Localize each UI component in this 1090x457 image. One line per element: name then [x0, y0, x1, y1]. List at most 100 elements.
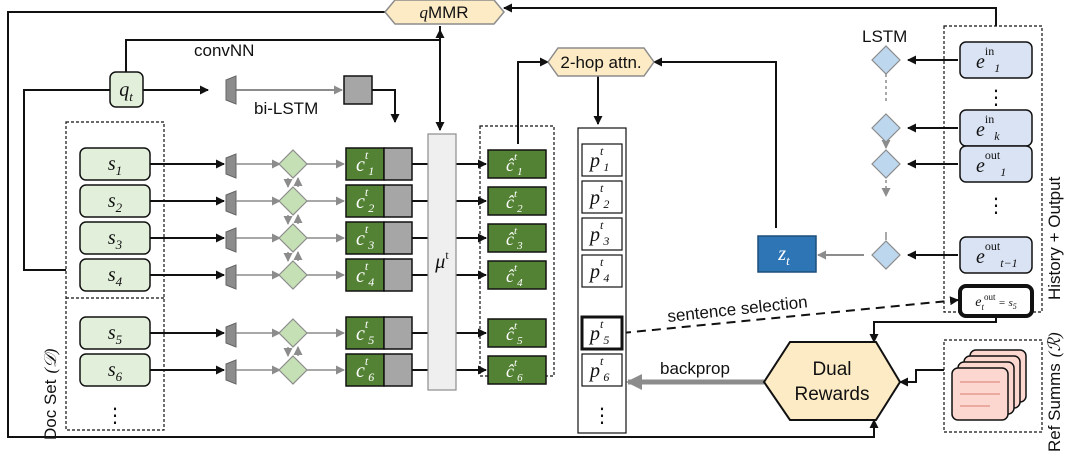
p-box-3 [581, 217, 623, 251]
query-node: qt [109, 71, 144, 108]
c-label: ct3 [356, 222, 374, 252]
bilstm-diamond [278, 223, 308, 253]
sentence-label: s4 [108, 264, 123, 289]
lstm-diamond-2 [871, 113, 901, 143]
lstm-diamond-4 [871, 240, 901, 270]
p-box-6 [581, 353, 623, 387]
svg-text:qt: qt [119, 79, 133, 104]
docset-label: Doc Set(𝒟) [41, 348, 60, 440]
chat-label: ĉt3 [506, 225, 523, 252]
bilstm-diamond [278, 260, 308, 290]
history-ellipsis-2: ⋮ [986, 195, 1006, 217]
sentence-row-4: s4 ct4 ĉt4 [79, 258, 547, 292]
conv-trapezoid [225, 153, 237, 179]
query-encoding-box [343, 75, 373, 105]
convnn-label: convNN [194, 41, 254, 60]
conv-trapezoid [225, 322, 237, 348]
mu-node: μt [427, 133, 457, 391]
chat-label: ĉt4 [506, 262, 523, 289]
history-label: eout1 [976, 148, 1006, 179]
conv-trapezoid [225, 264, 237, 290]
p-ellipsis: ⋮ [592, 405, 612, 427]
sentence-label: s2 [108, 190, 123, 215]
history-entry-3 [959, 145, 1033, 183]
c-box-query-part [383, 147, 413, 181]
c-box [345, 221, 385, 255]
chat-box [487, 186, 547, 216]
svg-text:Dual: Dual [812, 359, 851, 380]
history-label: ein1 [976, 44, 1000, 75]
conv-trapezoid [225, 190, 237, 216]
p-label: pt6 [588, 354, 609, 384]
svg-text:Rewards: Rewards [795, 384, 870, 405]
convnn-trapezoid [225, 75, 237, 105]
c-label: ct1 [356, 148, 374, 178]
sentence-label: s3 [108, 227, 123, 252]
chat-label: ĉt6 [506, 357, 523, 384]
p-label: pt2 [588, 181, 609, 211]
qmmr-mmr: MMR [428, 3, 469, 22]
chat-label: ĉt2 [506, 188, 523, 215]
sentence-label: s1 [108, 153, 122, 178]
p-box-4 [581, 254, 623, 288]
conv-trapezoid [225, 227, 237, 253]
sentence-row-3: s3 ct3 ĉt3 [79, 221, 547, 255]
backprop-label: backprop [660, 359, 730, 378]
c-box-query-part [383, 258, 413, 292]
qmmr-q: q [419, 3, 428, 22]
c-box-query-part [383, 316, 413, 350]
sentence-row-1: s1 ct1 ĉt1 [79, 147, 547, 181]
lstm-diamond-3 [871, 149, 901, 179]
p-box-1 [581, 143, 623, 177]
chat-box [487, 149, 547, 179]
history-label: eink [976, 112, 1000, 143]
c-box-query-part [383, 353, 413, 387]
bilstm-diamond [278, 318, 308, 348]
c-box [345, 184, 385, 218]
history-entry-4 [959, 236, 1033, 274]
sentence-label: s6 [108, 359, 123, 384]
qmmr-node: qMMR [384, 0, 505, 25]
lstm-diamond-1 [871, 45, 901, 75]
c-box-query-part [383, 221, 413, 255]
chat-box [487, 223, 547, 253]
p-label: pt1 [588, 144, 609, 174]
chat-label: ĉt1 [506, 151, 523, 178]
refsumms-label: Ref Summs(ℛ) [1045, 332, 1064, 452]
p-label: pt4 [588, 255, 609, 285]
history-entry-1 [959, 41, 1033, 79]
sentence-row-5: s5 ct5 ĉt5 [79, 316, 547, 350]
c-box-query-part [383, 184, 413, 218]
ref-summs-icon [951, 349, 1027, 421]
svg-text:μt: μt [434, 248, 449, 273]
two-hop-attn-label: 2-hop attn. [560, 53, 641, 72]
p-box-2 [581, 180, 623, 214]
c-box [345, 316, 385, 350]
p-box-5 [580, 315, 624, 351]
zt-node: zt [757, 235, 817, 273]
conv-trapezoid [225, 359, 237, 385]
dual-rewards-node: Dual Rewards [762, 341, 902, 421]
c-label: ct5 [356, 317, 374, 347]
p-label: pt5 [588, 317, 609, 347]
chat-box [487, 260, 547, 290]
sentence-label: s5 [108, 322, 123, 347]
history-output-label: History + Output [1045, 176, 1064, 300]
chat-box [487, 318, 547, 348]
bilstm-diamond [278, 186, 308, 216]
svg-text:zt: zt [777, 243, 790, 268]
chat-label: ĉt5 [506, 320, 523, 347]
history-label: eoutt−1 [976, 239, 1018, 270]
sentence-selection-label: sentence selection [666, 292, 808, 326]
c-label: ct4 [356, 259, 374, 289]
two-hop-attn-node: 2-hop attn. [547, 47, 655, 77]
selected-output: etout = s5 [958, 284, 1034, 318]
bilstm-label: bi-LSTM [254, 99, 318, 118]
chat-box [487, 355, 547, 385]
docset-ellipsis: ⋮ [105, 405, 125, 427]
p-label: pt3 [588, 218, 609, 248]
bilstm-diamond [278, 355, 308, 385]
